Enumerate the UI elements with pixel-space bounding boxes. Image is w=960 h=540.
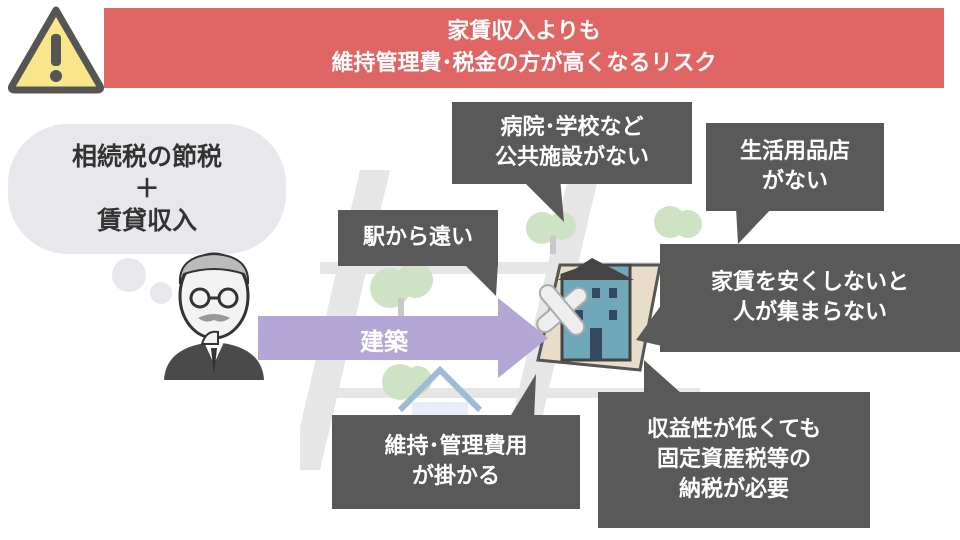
thought-plus: ＋ (134, 174, 160, 203)
callout-tail (644, 360, 682, 394)
callout-line: 病院･学校など (500, 115, 644, 140)
house-icon (397, 365, 483, 413)
callout-line: が掛かる (411, 464, 500, 489)
callout-line: 固定資産税等の (656, 447, 811, 472)
build-arrow-label: 建築 (360, 328, 408, 356)
thought-dot-small (150, 282, 172, 304)
banner-line-1: 家賃収入よりも (447, 19, 601, 44)
warning-icon (7, 6, 105, 94)
callout-maintenance-costs: 維持･管理費用 が掛かる (332, 415, 580, 509)
callout-line: 家賃を安くしないと (710, 270, 909, 295)
callout-lower-rent: 家賃を安くしないと 人が集まらない (660, 244, 960, 352)
callout-line: 維持･管理費用 (384, 434, 528, 459)
bandage-icon (536, 284, 588, 336)
callout-line: 駅から遠い (362, 225, 473, 250)
thought-dot-large (112, 258, 146, 292)
callout-no-store: 生活用品店 がない (706, 123, 884, 211)
build-arrow (258, 298, 548, 378)
callout-property-tax: 収益性が低くても 固定資産税等の 納税が必要 (598, 392, 870, 528)
callout-line: 人が集まらない (732, 300, 887, 325)
callout-no-public-facilities: 病院･学校など 公共施設がない (452, 102, 692, 184)
thought-line-1: 相続税の節税 (71, 142, 222, 171)
title-banner: 家賃収入よりも 維持管理費･税金の方が高くなるリスク (104, 8, 944, 88)
thought-bubble: 相続税の節税 ＋ 賃貸収入 (8, 124, 286, 254)
old-man-avatar (164, 252, 264, 380)
callout-tail (520, 178, 564, 222)
thought-line-2: 賃貸収入 (96, 206, 197, 235)
banner-line-2: 維持管理費･税金の方が高くなるリスク (331, 51, 717, 76)
callout-line: 生活用品店 (739, 139, 850, 164)
callout-line: 収益性が低くても (646, 417, 822, 442)
callout-tail (636, 304, 662, 346)
callout-tail (462, 262, 498, 296)
callout-tail (736, 208, 772, 244)
tree-icon (370, 206, 702, 400)
callout-far-from-station: 駅から遠い (338, 210, 498, 266)
callout-tail (508, 374, 536, 420)
callout-line: 納税が必要 (678, 477, 789, 502)
callout-line: 公共施設がない (494, 145, 649, 170)
callout-line: がない (761, 169, 828, 194)
